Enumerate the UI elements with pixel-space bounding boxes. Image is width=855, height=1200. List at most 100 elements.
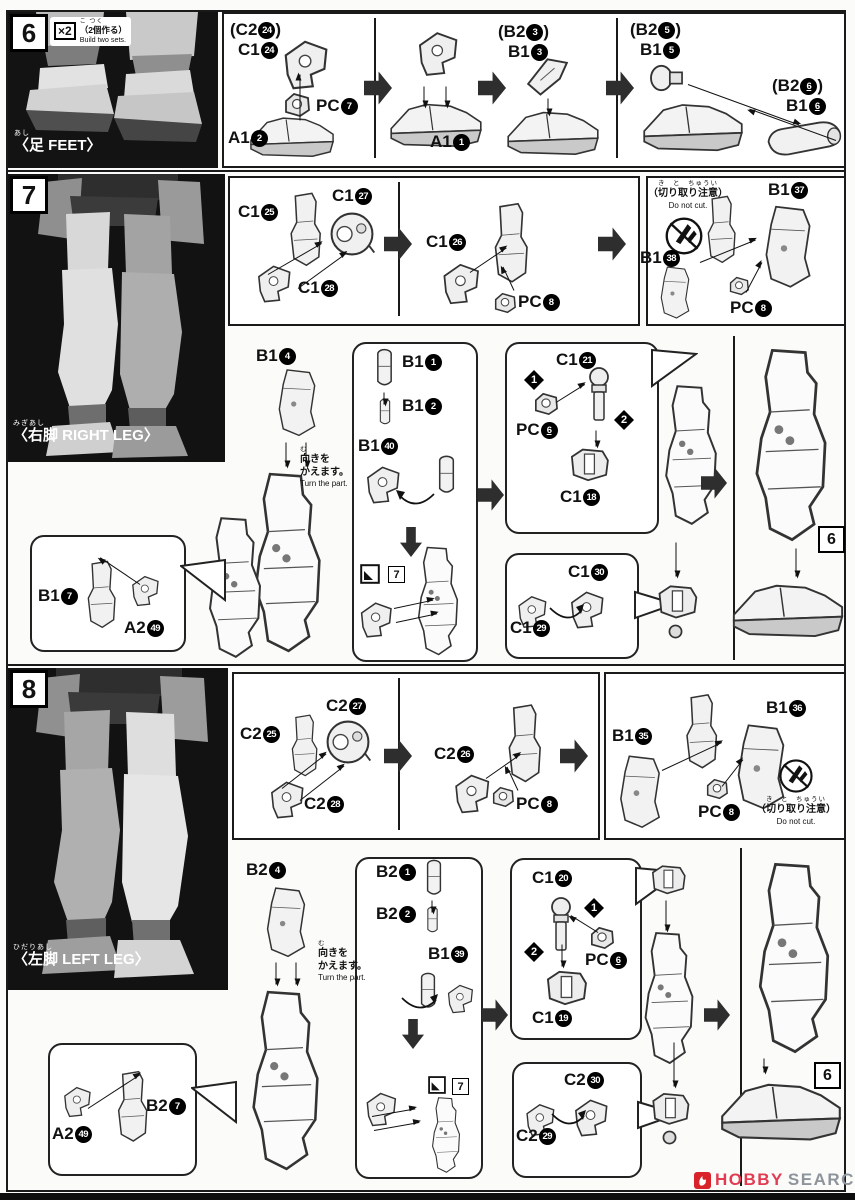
assembly-arrow [595, 430, 597, 447]
step6-photo-caption: あし 〈足 FEET〉 [14, 130, 102, 154]
assembly-arrow [295, 962, 297, 985]
sequence-number: 2 [530, 946, 538, 958]
sequence-marker: 2 [524, 942, 544, 962]
part-illustration [730, 578, 846, 638]
part-illustration [614, 752, 666, 830]
no-cut-icon [778, 758, 814, 794]
part-code: C1 [560, 487, 582, 506]
part-illustration [356, 592, 398, 648]
note-jp: （切り取り注意） [648, 188, 728, 200]
caption-furigana: ひだりあし [13, 944, 53, 951]
assembly-arrow [763, 1058, 765, 1073]
part-illustration [505, 106, 601, 156]
turn-arrow [396, 490, 435, 505]
note-en: Turn the part. [318, 973, 366, 983]
step6-number: 6 [10, 14, 48, 52]
bracket: ( [772, 76, 778, 95]
part-number-badge: 49 [146, 619, 164, 637]
part-code: A2 [124, 618, 146, 637]
part-illustration [438, 450, 455, 500]
sequence-marker: 1 [524, 370, 544, 390]
reference-number: 6 [827, 530, 836, 548]
part-number-badge: 29 [538, 1127, 556, 1145]
left-leg-photo-image [8, 668, 228, 990]
part-number-badge: 28 [320, 279, 338, 297]
part-code: B1 [428, 944, 450, 963]
bracket: ( [230, 20, 236, 39]
part-number-badge: 2 [398, 905, 416, 923]
part-number-badge: 6 [800, 77, 818, 95]
sequence-number: 2 [620, 414, 628, 426]
sticker-number: 7 [457, 1080, 464, 1093]
part-code: PC [516, 420, 540, 439]
caption-furigana: あし [14, 130, 30, 137]
part-illustration [566, 446, 612, 482]
part-code: B2 [777, 76, 800, 95]
part-code: PC [698, 802, 722, 821]
part-number-badge: 27 [354, 187, 372, 205]
part-number-badge: 4 [268, 861, 286, 879]
turn-the-part-note: む 向きを かえます。 Turn the part. [300, 446, 349, 489]
part-number-badge: 29 [532, 619, 550, 637]
part-code: C1 [532, 1008, 554, 1027]
callout-wedge [180, 558, 226, 602]
bracket: ) [675, 20, 682, 39]
part-number-badge: 26 [448, 233, 466, 251]
note-en: Do not cut. [668, 200, 708, 210]
caption-text: 〈右脚 RIGHT LEG〉 [13, 426, 159, 444]
part-illustration [426, 858, 442, 898]
assembly-arrow [665, 900, 667, 931]
assembly-arrow [561, 944, 563, 967]
do-not-cut-note: き と ちゅうい （切り取り注意） Do not cut. [648, 180, 728, 211]
part-number-badge: 25 [260, 203, 278, 221]
sub-step-divider [740, 848, 742, 1186]
part-code: C1 [238, 40, 260, 59]
leg-assembly-illustration [740, 346, 842, 544]
note-furigana: き と ちゅうい [658, 180, 718, 187]
part-number-badge: 5 [662, 41, 680, 59]
caption-text: 〈足 FEET〉 [14, 136, 102, 154]
sequence-marker: 1 [584, 898, 604, 918]
part-code: C1 [568, 562, 590, 581]
part-number-badge: 38 [662, 249, 680, 267]
step8-number: 8 [10, 670, 48, 708]
part-illustration [652, 264, 698, 320]
assembly-arrow [431, 900, 433, 913]
sub-step-divider [733, 336, 735, 660]
part-number-badge: 1 [398, 863, 416, 881]
part-code: B2 [146, 1096, 168, 1115]
sticker-number: 7 [393, 568, 400, 581]
part-number-badge: 19 [554, 1009, 572, 1027]
part-illustration [648, 62, 686, 94]
step-number-text: 8 [21, 673, 37, 704]
note-jp: 向きを [300, 454, 330, 466]
part-illustration [60, 1082, 96, 1122]
note-text: こ つく （2個作る） Build two sets. [80, 19, 127, 44]
note-en: Turn the part. [300, 479, 348, 489]
part-code: C2 [240, 724, 262, 743]
watermark-brand-gray: SEARCH [787, 1170, 855, 1189]
note-jp: かえます。 [318, 960, 367, 972]
part-number-badge: 35 [634, 727, 652, 745]
leg-assembly-illustration [418, 1096, 474, 1174]
part-number-badge: 28 [326, 795, 344, 813]
part-illustration [648, 862, 688, 896]
part-code: B2 [246, 860, 268, 879]
bracket: ( [498, 22, 504, 41]
sequence-number: 1 [530, 374, 538, 386]
